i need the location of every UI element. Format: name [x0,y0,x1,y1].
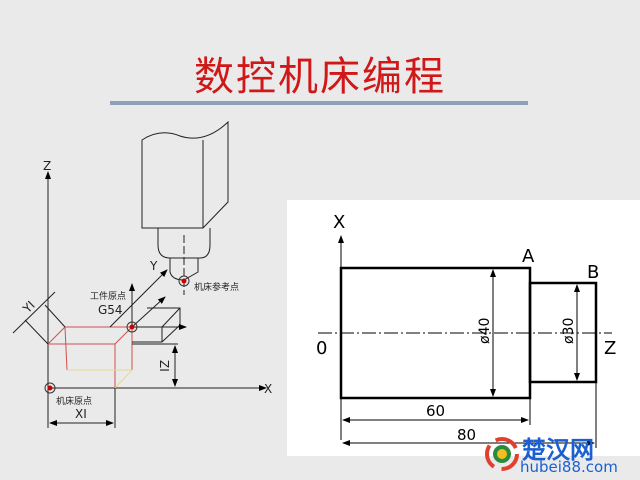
watermark: 楚汉网 hubei88.com [482,430,640,480]
y-axis [109,269,168,328]
z-axis-label: Z [604,338,616,359]
spindle-neck [157,228,211,259]
watermark-name: 楚汉网 [522,436,594,464]
reference-point-marker [178,275,190,287]
watermark-logo-icon [485,437,519,471]
reference-point-label: 机床参考点 [194,281,239,293]
origin-label: 0 [316,338,327,359]
workpiece-block [132,307,181,343]
zi-label: ZI [157,360,171,372]
x-axis-label: X [264,382,272,396]
dia-30-label: ø30 [561,318,577,344]
xi-label: XI [75,407,87,421]
slide-title: 数控机床编程 [194,54,446,100]
lathe-part-drawing [318,235,612,448]
small-diameter-section [528,281,598,384]
spindle-head [141,120,229,229]
machine-origin-label: 机床原点 [56,395,92,407]
workpiece-origin-marker [126,321,138,333]
lathe-part-panel [287,200,640,456]
machine-origin-marker [44,382,56,394]
machine-coordinate-diagram [12,120,267,428]
workpiece-origin-label: 工件原点 [90,290,126,302]
yi-label: YI [20,298,38,316]
len-80-label: 80 [457,426,476,444]
x-axis-label: X [333,212,345,233]
dia-40-label: ø40 [477,318,493,344]
watermark-url: hubei88.com [520,458,618,476]
title-underline [110,101,528,105]
len-60-label: 60 [426,402,445,420]
z-axis-label: Z [43,159,51,173]
point-a-label: A [522,246,535,267]
point-b-label: B [587,262,599,283]
y-axis-label: Y [149,259,158,273]
g54-label: G54 [98,303,123,317]
